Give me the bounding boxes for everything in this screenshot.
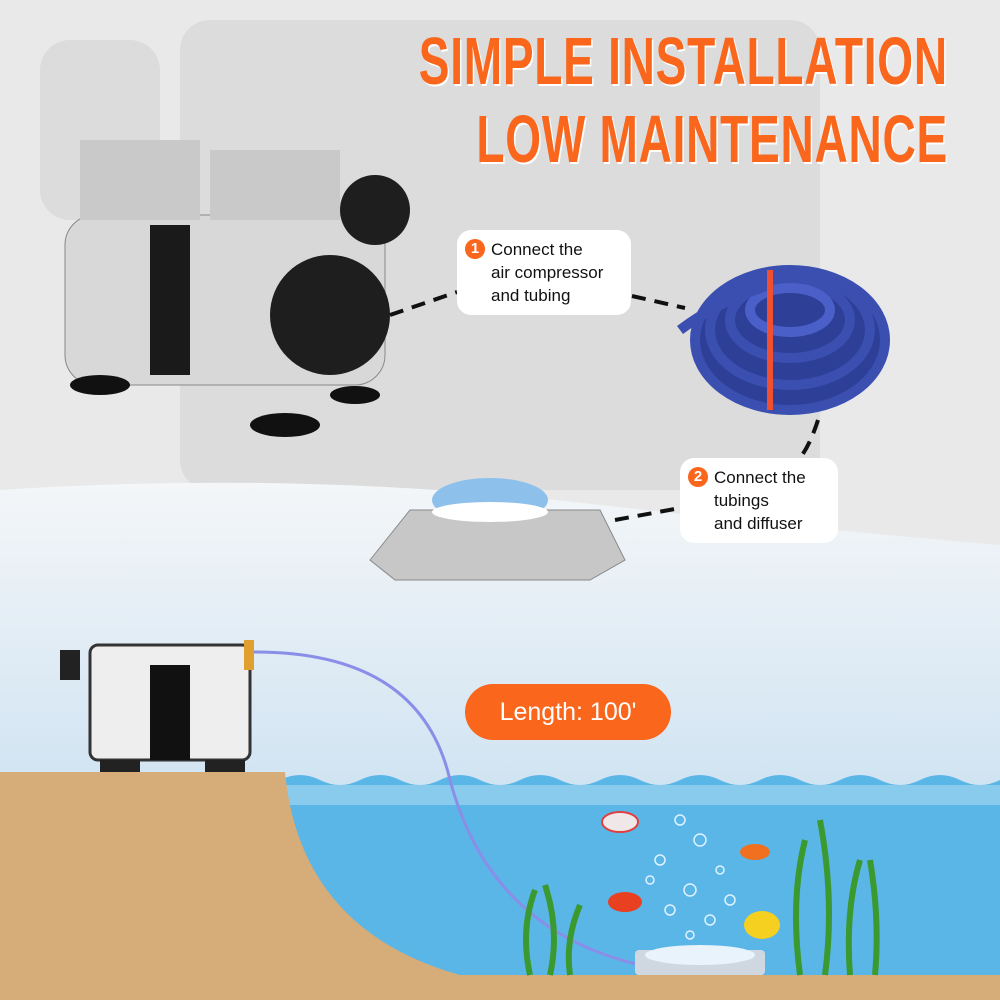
step-2-callout: 2 Connect the tubings and diffuser [680,458,838,543]
step-2-line-3: and diffuser [714,514,803,533]
dashed-connectors [389,290,820,522]
step-2-line-1: Connect the [714,468,806,487]
step-2-line-2: tubings [714,491,769,510]
hose-coil-product [677,265,890,415]
step-1-line-2: air compressor [491,263,604,282]
step-1-number: 1 [465,239,485,259]
bubbles [645,814,736,940]
diffuser-product [369,478,626,581]
compressor-illustration [60,640,254,772]
step-2-number: 2 [688,467,708,487]
headline-line-1: SIMPLE INSTALLATION [418,23,948,99]
seaweed [523,819,880,976]
sand-bank [0,772,1000,1000]
headline-line-2: LOW MAINTENANCE [476,101,948,177]
water-surface [280,785,1000,805]
air-tube [249,650,641,967]
step-1-callout: 1 Connect the air compressor and tubing [457,230,631,315]
fish [601,811,780,939]
air-compressor-product [64,140,410,437]
diffuser-underwater [635,945,765,975]
length-badge: Length: 100' [465,684,671,740]
step-1-line-1: Connect the [491,240,583,259]
step-1-line-3: and tubing [491,286,571,305]
